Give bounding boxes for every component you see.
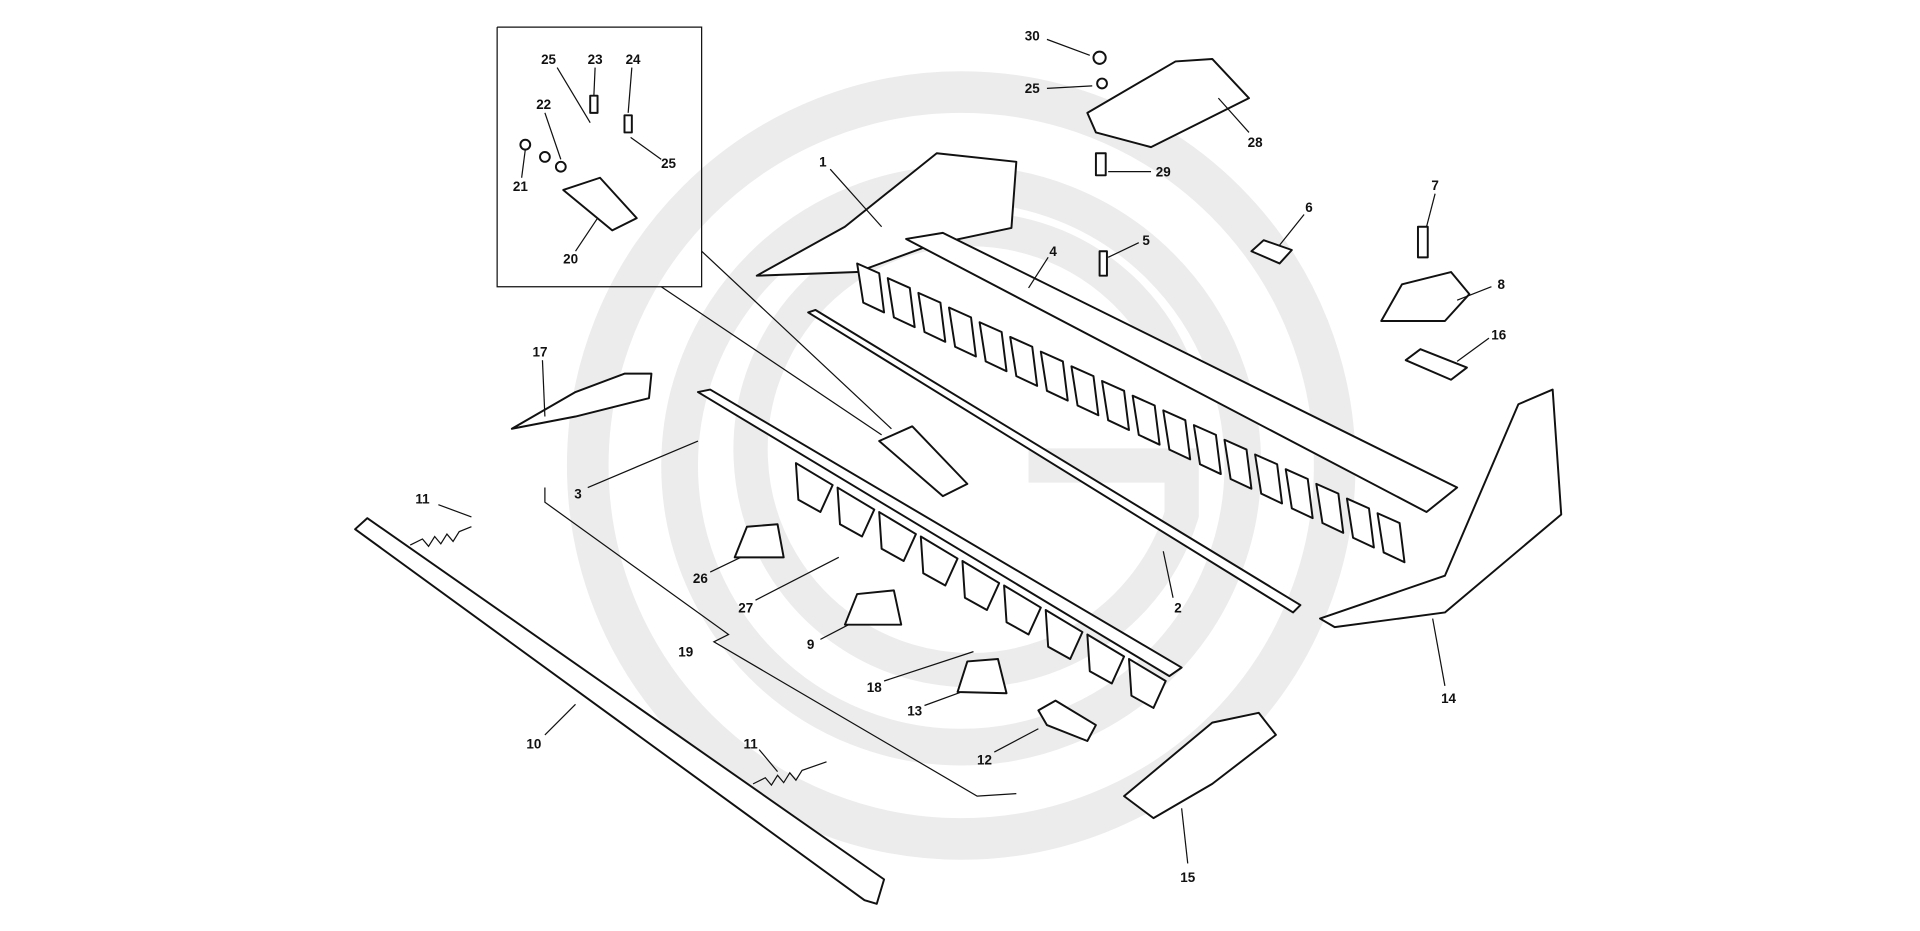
knife-section	[961, 560, 1001, 611]
knife-sections	[794, 462, 1167, 709]
guard-tooth	[1376, 512, 1406, 564]
part-26-section	[733, 523, 785, 559]
part-8-plate	[1380, 271, 1471, 322]
callout-5: 5	[1142, 233, 1150, 248]
guard-tooth	[1039, 350, 1069, 402]
callout-21: 21	[513, 179, 528, 194]
guard-teeth	[856, 262, 1406, 564]
part-15-guard	[1123, 711, 1277, 820]
knife-section	[1044, 609, 1084, 660]
guard-tooth	[978, 321, 1008, 373]
guard-tooth	[856, 262, 886, 314]
knife-section	[1128, 657, 1167, 709]
callout-12: 12	[977, 752, 992, 767]
callout-29: 29	[1156, 165, 1171, 180]
callout-9: 9	[807, 637, 814, 652]
callout-24: 24	[626, 52, 641, 67]
callout-13: 13	[907, 703, 922, 718]
guard-tooth	[1101, 380, 1130, 431]
guard-tooth	[1131, 394, 1161, 446]
part-4-cutter-bar	[905, 231, 1459, 514]
guard-tooth	[1254, 453, 1284, 505]
guard-tooth	[1284, 468, 1314, 520]
callout-26: 26	[693, 571, 708, 586]
callout-18: 18	[867, 680, 882, 695]
callout-28: 28	[1248, 135, 1263, 150]
callout-8: 8	[1497, 277, 1505, 292]
callout-7: 7	[1431, 178, 1438, 193]
callout-14: 14	[1441, 691, 1456, 706]
part-14-right-divider	[1319, 388, 1563, 629]
part-16-plate	[1404, 348, 1468, 381]
inset-detail-box	[496, 26, 892, 436]
callout-25-inset: 25	[541, 52, 556, 67]
callout-23: 23	[588, 52, 603, 67]
callout-6: 6	[1305, 200, 1312, 215]
callout-25: 25	[1025, 81, 1040, 96]
callout-11-b: 11	[743, 736, 758, 751]
part-12-plate	[1037, 699, 1097, 742]
clamp-assembly	[878, 425, 969, 498]
callout-10: 10	[526, 736, 541, 751]
callout-30: 30	[1025, 29, 1040, 44]
leader-lines	[438, 38, 1492, 864]
part-1-left-divider	[755, 152, 1018, 277]
knife-section	[1003, 584, 1042, 636]
callout-16: 16	[1491, 327, 1506, 342]
guard-tooth	[917, 291, 947, 343]
guard-tooth	[1223, 438, 1253, 490]
part-2-knife-rod	[807, 309, 1302, 614]
knife-section	[878, 511, 917, 562]
callout-3: 3	[574, 487, 581, 502]
knife-section	[919, 535, 959, 587]
guard-tooth	[1192, 424, 1222, 476]
knife-section	[794, 462, 834, 514]
callout-11: 11	[415, 491, 430, 506]
part-20-clamp	[562, 176, 638, 232]
part-17-guard	[510, 372, 653, 430]
guard-tooth	[1315, 482, 1345, 534]
callout-17: 17	[533, 345, 548, 360]
part-6-plate	[1250, 239, 1293, 265]
knife-section	[836, 486, 876, 538]
callout-20: 20	[563, 251, 578, 266]
guard-tooth	[1070, 365, 1100, 417]
callout-19: 19	[678, 645, 693, 660]
callout-15: 15	[1180, 870, 1195, 885]
callout-1: 1	[819, 155, 827, 170]
knife-section	[1086, 633, 1126, 685]
part-13-section	[956, 657, 1008, 695]
part-10-bar	[354, 517, 886, 905]
part-28-clip	[1086, 57, 1250, 149]
callout-27: 27	[738, 600, 753, 615]
part-9-section	[843, 589, 903, 626]
callout-labels: 30 25 28 29 1 5 6 7 8 16 4 25 23 24 22 2…	[415, 29, 1506, 885]
callout-22: 22	[536, 97, 551, 112]
guard-tooth	[886, 277, 916, 329]
guard-tooth	[1162, 409, 1192, 461]
fasteners	[519, 50, 1429, 277]
guard-tooth	[1009, 335, 1039, 387]
part-3-knife-back	[696, 388, 1183, 678]
callout-4: 4	[1049, 244, 1057, 259]
guard-tooth	[948, 306, 977, 358]
part-11-spring	[409, 526, 827, 787]
group-19-bracket	[544, 487, 1017, 797]
guard-tooth	[1345, 497, 1375, 549]
callout-2: 2	[1174, 600, 1181, 615]
callout-25-inset-b: 25	[661, 156, 676, 171]
